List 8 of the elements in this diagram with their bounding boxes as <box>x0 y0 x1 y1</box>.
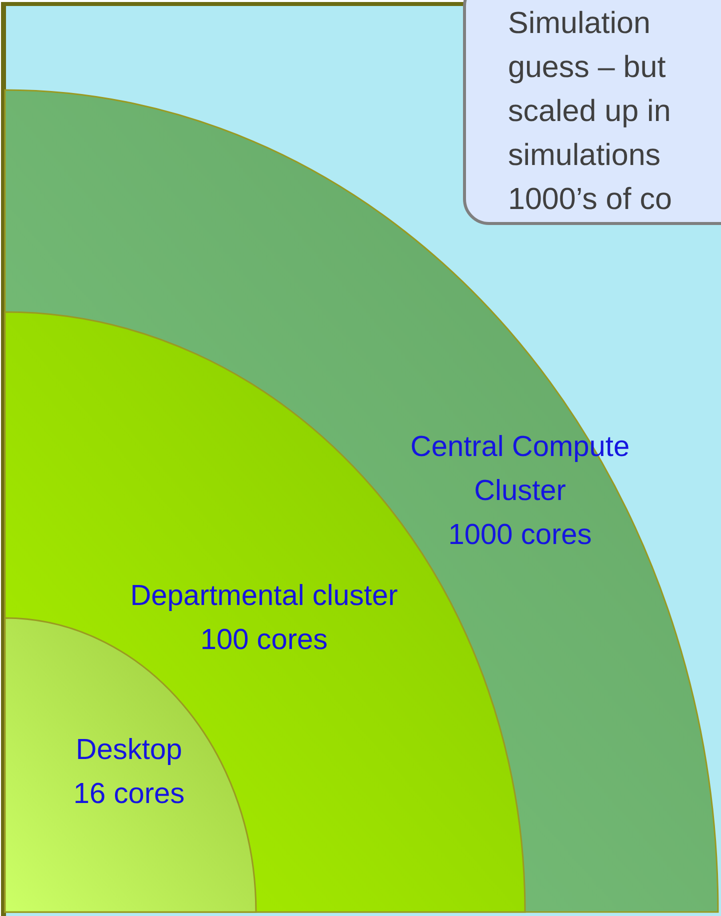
core-count: 1000 cores <box>447 518 593 553</box>
callout-text: Simulation guess – but scaled up in simulations 1000’s of co <box>508 5 673 218</box>
callout-box <box>463 0 721 225</box>
cluster-name: Departmental cluster <box>129 579 399 614</box>
cluster-name: Desktop <box>74 733 184 768</box>
core-count: 100 cores <box>199 623 329 658</box>
desktop-quadrant <box>4 617 257 913</box>
core-count: 16 cores <box>72 777 186 812</box>
